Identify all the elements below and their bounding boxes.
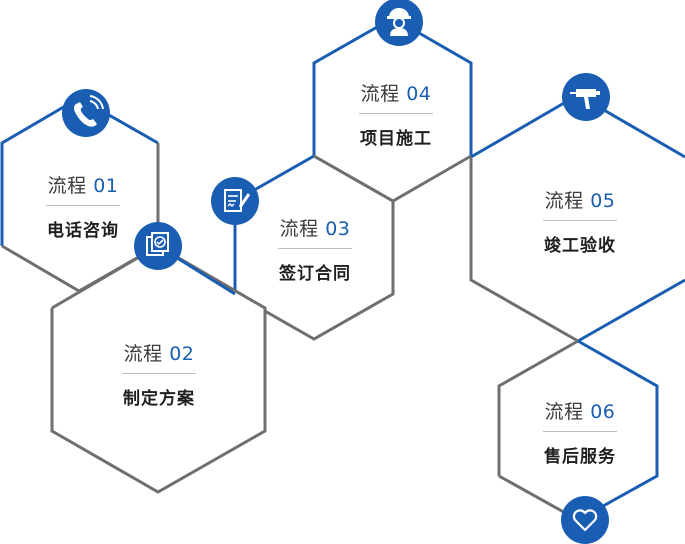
- drill-tool-icon: [562, 73, 610, 121]
- step-03-title: 流程 03: [279, 218, 351, 240]
- step-03-label: 流程 03 签订合同: [235, 214, 395, 284]
- step-05-name: 竣工验收: [544, 236, 616, 256]
- step-04-title: 流程 04: [360, 83, 432, 105]
- divider: [46, 205, 120, 206]
- step-06-label: 流程 06 售后服务: [500, 397, 660, 467]
- divider: [359, 113, 433, 114]
- phone-icon: [62, 89, 110, 137]
- step-05-title: 流程 05: [544, 190, 616, 212]
- document-check-icon: [134, 222, 182, 270]
- step-01-title: 流程 01: [47, 175, 119, 197]
- heart-icon: [561, 496, 609, 544]
- divider: [543, 220, 617, 221]
- step-04-name: 项目施工: [360, 129, 432, 149]
- contract-sign-icon: [211, 177, 259, 225]
- divider: [122, 373, 196, 374]
- step-01-label: 流程 01 电话咨询: [3, 171, 163, 241]
- step-03-name: 签订合同: [279, 264, 351, 284]
- step-06-name: 售后服务: [544, 447, 616, 467]
- worker-helmet-icon: [375, 0, 423, 46]
- step-05-label: 流程 05 竣工验收: [500, 186, 660, 256]
- step-02-name: 制定方案: [123, 389, 195, 409]
- step-01-name: 电话咨询: [47, 221, 119, 241]
- divider: [543, 431, 617, 432]
- step-06-title: 流程 06: [544, 401, 616, 423]
- hexagon-step-05: [469, 93, 685, 343]
- step-04-label: 流程 04 项目施工: [316, 79, 476, 149]
- divider: [278, 248, 352, 249]
- step-02-label: 流程 02 制定方案: [79, 339, 239, 409]
- step-02-title: 流程 02: [123, 343, 195, 365]
